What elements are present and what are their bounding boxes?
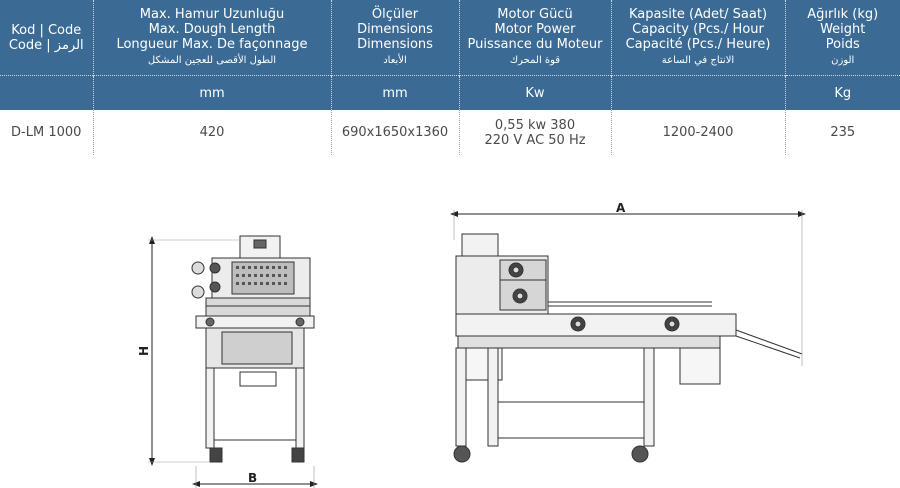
units-row: mm mm Kw Kg — [0, 75, 900, 110]
header-dough-length: Max. Hamur Uzunluğu Max. Dough Length Lo… — [93, 0, 332, 76]
unit-code — [0, 75, 94, 110]
unit-power: Kw — [459, 75, 612, 110]
width-label: B — [248, 471, 257, 485]
side-view-machine — [453, 233, 803, 463]
height-label: H — [137, 346, 151, 356]
cell-capacity: 1200-2400 — [611, 110, 786, 155]
table-row: D-LM 1000 420 690x1650x1360 0,55 kw 380 … — [0, 110, 900, 155]
unit-dimensions: mm — [331, 75, 460, 110]
header-dimensions: Ölçüler Dimensions Dimensions الأبعاد — [331, 0, 460, 76]
header-weight: Ağırlık (kg) Weight Poids الوزن — [785, 0, 900, 76]
cell-length: 420 — [93, 110, 332, 155]
technical-drawing: H B — [137, 201, 806, 488]
header-code: Kod | Code Code | الرمز — [0, 0, 94, 76]
cell-power: 0,55 kw 380 220 V AC 50 Hz — [459, 110, 612, 155]
front-view-machine — [191, 235, 315, 463]
cell-code: D-LM 1000 — [0, 110, 94, 155]
length-label: A — [616, 201, 626, 215]
spec-table: Kod | Code Code | الرمز Max. Hamur Uzunl… — [0, 0, 900, 155]
header-row: Kod | Code Code | الرمز Max. Hamur Uzunl… — [0, 0, 900, 76]
unit-weight: Kg — [785, 75, 900, 110]
unit-length: mm — [93, 75, 332, 110]
header-capacity: Kapasite (Adet/ Saat) Capacity (Pcs./ Ho… — [611, 0, 786, 76]
unit-capacity — [611, 75, 786, 110]
header-motor-power: Motor Gücü Motor Power Puissance du Mote… — [459, 0, 612, 76]
cell-dimensions: 690x1650x1360 — [331, 110, 460, 155]
cell-weight: 235 — [830, 125, 856, 140]
